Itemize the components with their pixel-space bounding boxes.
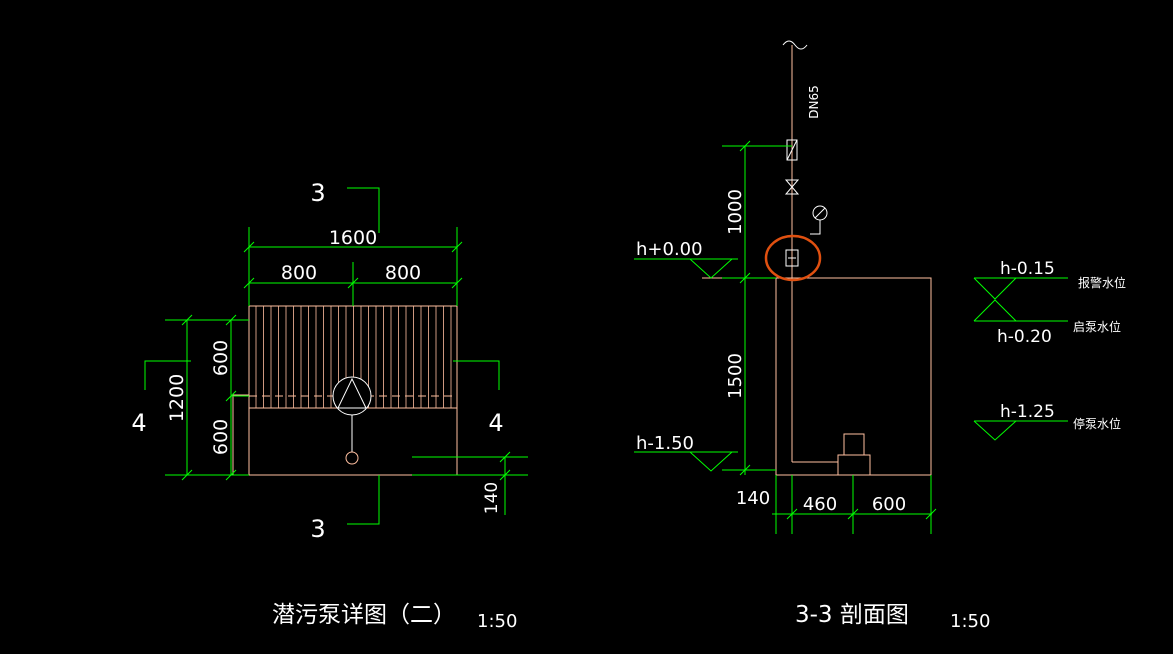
pump-symbol	[332, 376, 372, 465]
pump-body	[837, 433, 871, 476]
left-dimensions	[165, 314, 249, 481]
dim-600-lower: 600	[210, 419, 232, 455]
alarm-level-label: 报警水位	[1078, 275, 1126, 290]
pump-plan-view: 1600 800 800 1200 600 600 140	[131, 179, 528, 632]
section-3-top: 3	[310, 179, 325, 207]
section-4-left: 4	[131, 409, 146, 437]
left-scale: 1:50	[477, 611, 517, 632]
section-marks	[144, 187, 500, 525]
left-title: 潜污泵详图（二）	[272, 602, 456, 628]
dim-460: 460	[803, 494, 837, 515]
pump-section-view: 1000 1500 140 460 600 DN65 h+0.00 h-1.50…	[634, 40, 1126, 632]
dim-800-left: 800	[281, 262, 317, 284]
grating	[248, 305, 458, 409]
dim-800-right: 800	[385, 262, 421, 284]
right-title: 3-3 剖面图	[795, 602, 909, 628]
dim-1000: 1000	[725, 189, 746, 235]
dim-600: 600	[872, 494, 906, 515]
highlight-circle	[764, 234, 822, 282]
level-h125: h-1.25	[1000, 402, 1055, 422]
section-dimensions	[722, 140, 937, 534]
pipe-dn65-label: DN65	[807, 85, 821, 119]
section-3-bottom: 3	[310, 515, 325, 543]
level-h0: h+0.00	[636, 239, 703, 260]
stop-level-label: 停泵水位	[1073, 416, 1121, 431]
dim-1200: 1200	[166, 374, 188, 422]
level-h150: h-1.50	[636, 433, 694, 454]
top-dimensions	[243, 227, 463, 306]
dim-140: 140	[736, 488, 770, 509]
start-level-label: 启泵水位	[1073, 319, 1121, 334]
level-h020: h-0.20	[997, 327, 1052, 347]
section-4-right: 4	[488, 409, 503, 437]
level-marks-left	[634, 258, 738, 472]
dim-1500: 1500	[725, 353, 746, 399]
dim-140-left: 140	[482, 482, 502, 514]
pit-outline	[775, 277, 932, 476]
level-marks-right	[973, 277, 1068, 441]
discharge-pipe	[782, 40, 838, 463]
level-h015: h-0.15	[1000, 259, 1055, 279]
bottom-dimension	[412, 451, 528, 515]
dim-1600: 1600	[329, 227, 377, 249]
right-scale: 1:50	[950, 611, 990, 632]
dim-600-upper: 600	[210, 340, 232, 376]
